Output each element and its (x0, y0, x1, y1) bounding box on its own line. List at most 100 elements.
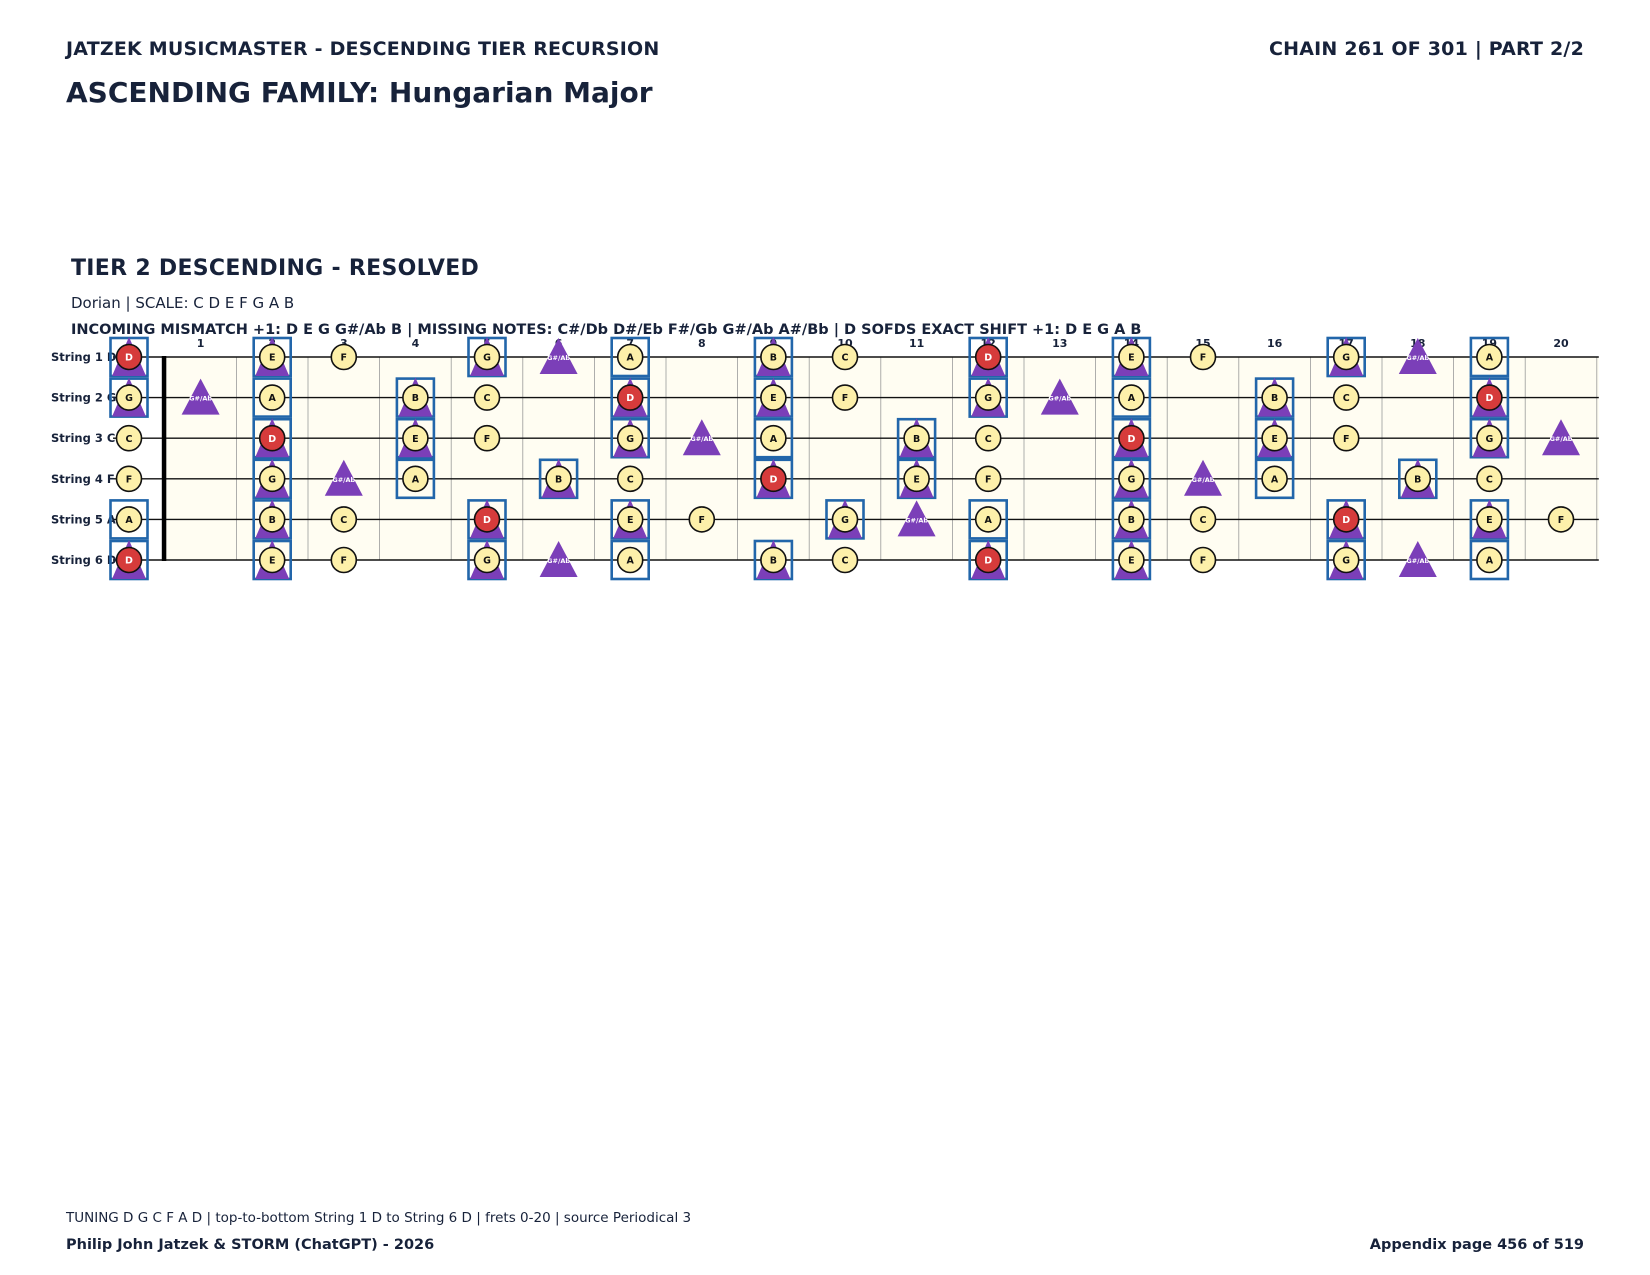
scale-note-dot (1189, 343, 1217, 371)
note-label: A (770, 434, 778, 445)
tuning-footnote: TUNING D G C F A D | top-to-bottom Strin… (66, 1210, 692, 1226)
scale-note-dot (258, 506, 286, 533)
string-label: String 6 D (51, 553, 116, 567)
note-label: D (483, 515, 491, 526)
note-label: D (1485, 393, 1493, 404)
note-label: B (412, 393, 419, 404)
mismatch-triangle (539, 338, 578, 374)
author-credit: Philip John Jatzek & STORM (ChatGPT) - 2… (66, 1237, 435, 1253)
root-note-dot (616, 384, 644, 411)
scale-note-dot (760, 424, 787, 452)
scale-line: Dorian | SCALE: C D E F G A B (71, 294, 295, 312)
note-label: D (1127, 434, 1135, 445)
note-label: C (1200, 515, 1207, 526)
note-label: C (842, 353, 849, 364)
note-label: B (1414, 474, 1421, 485)
scale-note-dot (831, 546, 859, 574)
scale-note-dot (1189, 546, 1217, 574)
root-note-dot (258, 424, 286, 452)
scale-note-dot (1118, 343, 1145, 371)
string-label: String 5 A (51, 512, 116, 526)
exact-shift-box (610, 336, 651, 378)
scale-note-dot (473, 384, 501, 411)
scale-note-dot (1118, 465, 1145, 493)
mismatch-triangle (1184, 459, 1222, 496)
note-label: A (125, 515, 133, 526)
header-title: JATZEK MUSICMASTER - DESCENDING TIER REC… (66, 38, 660, 60)
note-label: C (1486, 474, 1493, 485)
note-label: F (484, 434, 491, 445)
mismatch-note-label: G#/Ab (547, 557, 570, 565)
fret-number: 3 (340, 337, 348, 350)
note-label: C (842, 556, 849, 567)
scale-note-dot (402, 424, 429, 452)
scale-note-dot (1261, 465, 1288, 493)
note-label: F (842, 393, 849, 404)
scale-note-dot (258, 465, 286, 493)
scale-note-dot (616, 343, 644, 371)
scale-note-dot (616, 506, 644, 533)
root-note-dot (1332, 506, 1360, 533)
mismatch-triangle (682, 419, 721, 456)
scale-note-dot (1118, 546, 1145, 574)
mismatch-triangle (324, 459, 363, 496)
note-label: A (1486, 353, 1494, 364)
fret-number: 1 (197, 337, 205, 350)
string-label: String 2 G (51, 391, 116, 405)
note-label: D (769, 474, 777, 485)
scale-note-dot (1118, 384, 1145, 411)
exact-shift-box (1469, 336, 1510, 378)
note-label: E (1128, 556, 1135, 567)
mismatch-note-label: G#/Ab (332, 476, 355, 484)
scale-note-dot (903, 465, 930, 493)
note-label: D (125, 353, 133, 364)
note-label: F (341, 556, 348, 567)
note-label: D (984, 353, 992, 364)
exact-shift-box (109, 499, 149, 540)
scale-note-dot (1476, 506, 1503, 533)
fret-number: 13 (1052, 337, 1067, 350)
scale-note-dot (974, 384, 1002, 411)
scale-note-dot (760, 343, 787, 371)
root-note-dot (115, 343, 143, 371)
note-label: A (985, 515, 993, 526)
scale-note-dot (974, 424, 1002, 452)
note-label: E (269, 556, 276, 567)
mismatch-triangle (1398, 541, 1437, 577)
exact-shift-box (395, 458, 436, 500)
scale-note-dot (115, 424, 143, 452)
exact-shift-box (1111, 377, 1152, 418)
mismatch-note-label: G#/Ab (690, 435, 713, 443)
note-label: F (126, 474, 133, 485)
note-label: B (1271, 393, 1278, 404)
scale-note-dot (258, 546, 286, 574)
note-label: F (1200, 353, 1207, 364)
scale-note-dot (1332, 384, 1360, 411)
chain-indicator: CHAIN 261 OF 301 | PART 2/2 (1268, 38, 1584, 60)
mismatch-note-label: G#/Ab (189, 395, 212, 403)
note-label: G (841, 515, 849, 526)
note-label: B (770, 353, 777, 364)
scale-note-dot (1332, 546, 1360, 574)
note-label: B (1128, 515, 1135, 526)
mismatch-triangle (897, 500, 936, 537)
note-label: F (1343, 434, 1350, 445)
note-label: D (268, 434, 276, 445)
note-label: D (626, 393, 634, 404)
note-label: E (1486, 515, 1493, 526)
scale-note-dot (1261, 384, 1288, 411)
scale-note-dot (1332, 343, 1360, 371)
scale-note-dot (974, 506, 1002, 533)
exact-shift-box (252, 377, 292, 418)
fretboard-background (164, 357, 1599, 560)
scale-note-dot (974, 465, 1002, 493)
scale-note-dot (473, 546, 501, 574)
family-title: ASCENDING FAMILY: Hungarian Major (66, 76, 653, 109)
note-label: A (412, 474, 420, 485)
exact-shift-box (753, 417, 794, 459)
scale-note-dot (545, 465, 572, 493)
scale-note-dot (1476, 424, 1503, 452)
scale-note-dot (1404, 465, 1432, 493)
note-label: G (1342, 556, 1350, 567)
note-label: E (1128, 353, 1135, 364)
